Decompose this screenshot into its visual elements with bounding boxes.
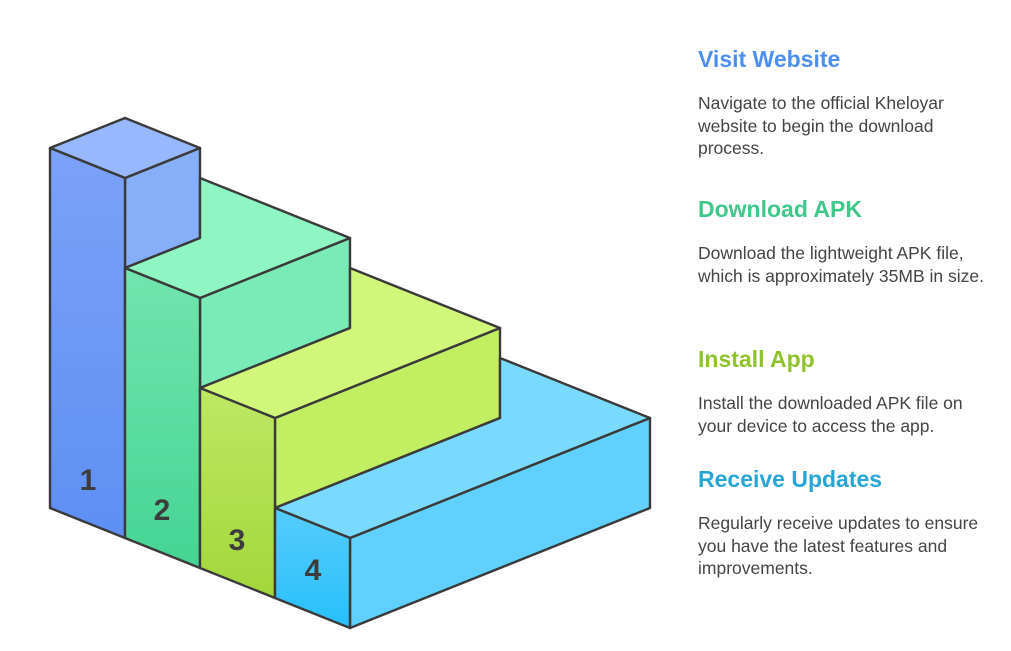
step-3-number: 3: [229, 524, 246, 557]
step-4-description: Regularly receive updates to ensure you …: [698, 513, 979, 578]
step-1-number: 1: [80, 464, 97, 497]
step-2-description: Download the lightweight APK file, which…: [698, 243, 984, 286]
step-2-text: Download APK Download the lightweight AP…: [698, 194, 998, 287]
step-3-text: Install App Install the downloaded APK f…: [698, 344, 998, 437]
step-3-description: Install the downloaded APK file on your …: [698, 393, 963, 436]
step-1-title: Visit Website: [698, 46, 841, 72]
step-4-title: Receive Updates: [698, 466, 883, 492]
step-2-title: Download APK: [698, 196, 862, 222]
step-3-front-face: [198, 386, 277, 600]
step-4-front-face: [273, 506, 352, 630]
step-4-block: 4: [273, 356, 652, 630]
step-1-block: 1: [48, 116, 202, 540]
step-2-number: 2: [154, 494, 171, 527]
step-3-title: Install App: [698, 346, 815, 372]
step-1-text: Visit Website Navigate to the official K…: [698, 44, 998, 160]
staircase-diagram: 1 2 3 4: [48, 116, 652, 630]
step-4-text: Receive Updates Regularly receive update…: [698, 464, 998, 580]
step-3-block: 3: [198, 266, 502, 600]
step-1-description: Navigate to the official Kheloyar websit…: [698, 93, 944, 158]
step-4-number: 4: [305, 554, 322, 587]
